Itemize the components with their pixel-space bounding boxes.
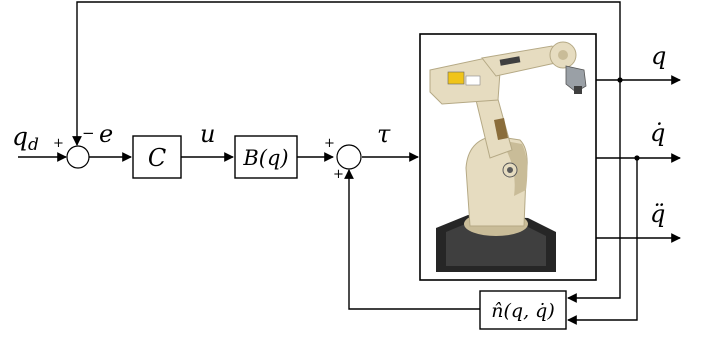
velocity-qdot-label: q̇ bbox=[650, 119, 665, 147]
sum1-minus-sign: − bbox=[82, 124, 95, 142]
qdot-to-nhat-wire bbox=[567, 158, 638, 325]
nonlinear-suffix: ) bbox=[546, 300, 554, 322]
sum1-plus-sign: + bbox=[53, 136, 64, 151]
qdot-branch-dot bbox=[634, 155, 640, 161]
summing-junction-torque bbox=[336, 144, 362, 170]
acceleration-qddot-label: q̈ bbox=[650, 200, 665, 228]
summing-junction-error bbox=[66, 145, 90, 169]
controller-block bbox=[132, 135, 182, 179]
nonlinear-compensation-block bbox=[479, 290, 567, 330]
q-to-nhat-wire bbox=[567, 80, 621, 303]
input-matrix-block bbox=[234, 135, 298, 179]
nhat-to-sum2-wire bbox=[344, 169, 480, 310]
q-feedback-top-wire bbox=[72, 1, 621, 146]
input-matrix-label: B(q) bbox=[242, 146, 288, 170]
qd-base: q bbox=[12, 122, 28, 151]
robot-arm-photo-icon bbox=[429, 41, 587, 272]
controller-label: C bbox=[148, 144, 166, 172]
sum2-plus-top-sign: + bbox=[324, 136, 335, 151]
nonlinear-args: q, q̇ bbox=[511, 300, 547, 322]
nonlinear-compensation-label: n̂(q, q̇) bbox=[491, 300, 554, 322]
control-u-label: u bbox=[200, 120, 215, 148]
error-label: e bbox=[99, 120, 113, 148]
qd-subscript: d bbox=[28, 135, 39, 155]
nonlinear-prefix: n̂( bbox=[491, 300, 511, 322]
sum2-plus-bottom-sign: + bbox=[333, 167, 344, 182]
q-branch-dot bbox=[617, 77, 623, 83]
torque-label: τ bbox=[377, 120, 391, 148]
position-q-label: q bbox=[651, 42, 666, 70]
desired-position-label: qd bbox=[12, 122, 39, 155]
